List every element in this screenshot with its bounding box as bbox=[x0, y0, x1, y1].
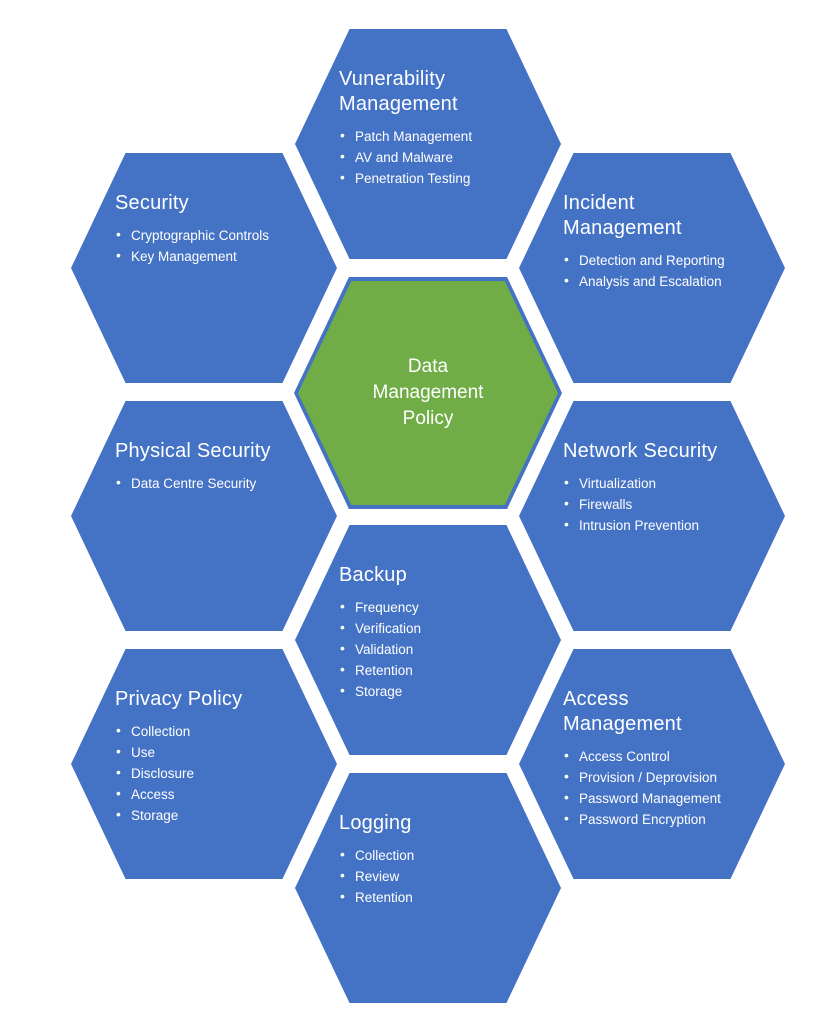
title-line: Network Security bbox=[563, 440, 718, 462]
bullet-item: Frequency bbox=[339, 596, 541, 618]
bullet-item: Intrusion Prevention bbox=[563, 514, 765, 536]
title-line: Management bbox=[339, 93, 458, 115]
bullet-item: Analysis and Escalation bbox=[563, 270, 765, 292]
bullet-item: Password Management bbox=[563, 787, 765, 809]
hexagon-content: Security Cryptographic ControlsKey Manag… bbox=[115, 191, 317, 267]
bullet-item: Firewalls bbox=[563, 493, 765, 515]
title-line: Vunerability bbox=[339, 68, 446, 90]
hexagon-title: Network Security bbox=[563, 439, 765, 464]
title-line: Physical Security bbox=[115, 440, 271, 462]
bullet-item: Disclosure bbox=[115, 762, 317, 784]
bullet-list: FrequencyVerificationValidationRetention… bbox=[339, 596, 541, 702]
title-line: Management bbox=[563, 713, 682, 735]
title-line: Access bbox=[563, 688, 629, 710]
bullet-item: Retention bbox=[339, 659, 541, 681]
bullet-list: Detection and ReportingAnalysis and Esca… bbox=[563, 249, 765, 292]
bullet-item: Storage bbox=[115, 804, 317, 826]
bullet-item: AV and Malware bbox=[339, 146, 541, 168]
bullet-item: Validation bbox=[339, 638, 541, 660]
bullet-list: Patch ManagementAV and MalwarePenetratio… bbox=[339, 125, 541, 189]
hexagon-security: Security Cryptographic ControlsKey Manag… bbox=[71, 153, 337, 383]
hexagon-physical-security: Physical Security Data Centre Security bbox=[71, 401, 337, 631]
hexagon-network-security: Network Security VirtualizationFirewalls… bbox=[519, 401, 785, 631]
bullet-item: Collection bbox=[339, 844, 541, 866]
bullet-list: CollectionReviewRetention bbox=[339, 844, 541, 908]
bullet-item: Password Encryption bbox=[563, 808, 765, 830]
bullet-item: Collection bbox=[115, 720, 317, 742]
title-line: Incident bbox=[563, 192, 635, 214]
hexagon-title: Physical Security bbox=[115, 439, 317, 464]
title-line: Backup bbox=[339, 564, 407, 586]
bullet-item: Use bbox=[115, 741, 317, 763]
title-line: Management bbox=[372, 382, 484, 403]
hexagon-logging: Logging CollectionReviewRetention bbox=[295, 773, 561, 1003]
hexagon-content: Physical Security Data Centre Security bbox=[115, 439, 317, 494]
bullet-item: Data Centre Security bbox=[115, 472, 317, 494]
bullet-item: Provision / Deprovision bbox=[563, 766, 765, 788]
bullet-list: VirtualizationFirewallsIntrusion Prevent… bbox=[563, 472, 765, 536]
bullet-item: Retention bbox=[339, 886, 541, 908]
bullet-item: Virtualization bbox=[563, 472, 765, 494]
hexagon-content: Network Security VirtualizationFirewalls… bbox=[563, 439, 765, 536]
bullet-item: Access Control bbox=[563, 745, 765, 767]
bullet-item: Verification bbox=[339, 617, 541, 639]
title-line: Data bbox=[407, 356, 449, 377]
bullet-list: Access ControlProvision / DeprovisionPas… bbox=[563, 745, 765, 830]
bullet-list: Data Centre Security bbox=[115, 472, 317, 494]
hexagon-title: Security bbox=[115, 191, 317, 216]
title-line: Logging bbox=[339, 812, 412, 834]
bullet-item: Cryptographic Controls bbox=[115, 224, 317, 246]
bullet-list: CollectionUseDisclosureAccessStorage bbox=[115, 720, 317, 826]
bullet-item: Patch Management bbox=[339, 125, 541, 147]
bullet-item: Penetration Testing bbox=[339, 167, 541, 189]
bullet-list: Cryptographic ControlsKey Management bbox=[115, 224, 317, 267]
hexagon-title: Logging bbox=[339, 811, 541, 836]
hexagon-content: Privacy Policy CollectionUseDisclosureAc… bbox=[115, 687, 317, 826]
bullet-item: Detection and Reporting bbox=[563, 249, 765, 271]
bullet-item: Key Management bbox=[115, 245, 317, 267]
bullet-item: Review bbox=[339, 865, 541, 887]
bullet-item: Storage bbox=[339, 680, 541, 702]
hexagon-privacy-policy: Privacy Policy CollectionUseDisclosureAc… bbox=[71, 649, 337, 879]
hexagon-content: Logging CollectionReviewRetention bbox=[339, 811, 541, 908]
hexagon-title: Backup bbox=[339, 563, 541, 588]
title-line: Security bbox=[115, 192, 189, 214]
title-line: Policy bbox=[402, 408, 454, 429]
hexagon-title: Privacy Policy bbox=[115, 687, 317, 712]
title-line: Privacy Policy bbox=[115, 688, 243, 710]
hexagon-content: Backup FrequencyVerificationValidationRe… bbox=[339, 563, 541, 702]
title-line: Management bbox=[563, 217, 682, 239]
hexagon-backup: Backup FrequencyVerificationValidationRe… bbox=[295, 525, 561, 755]
bullet-item: Access bbox=[115, 783, 317, 805]
